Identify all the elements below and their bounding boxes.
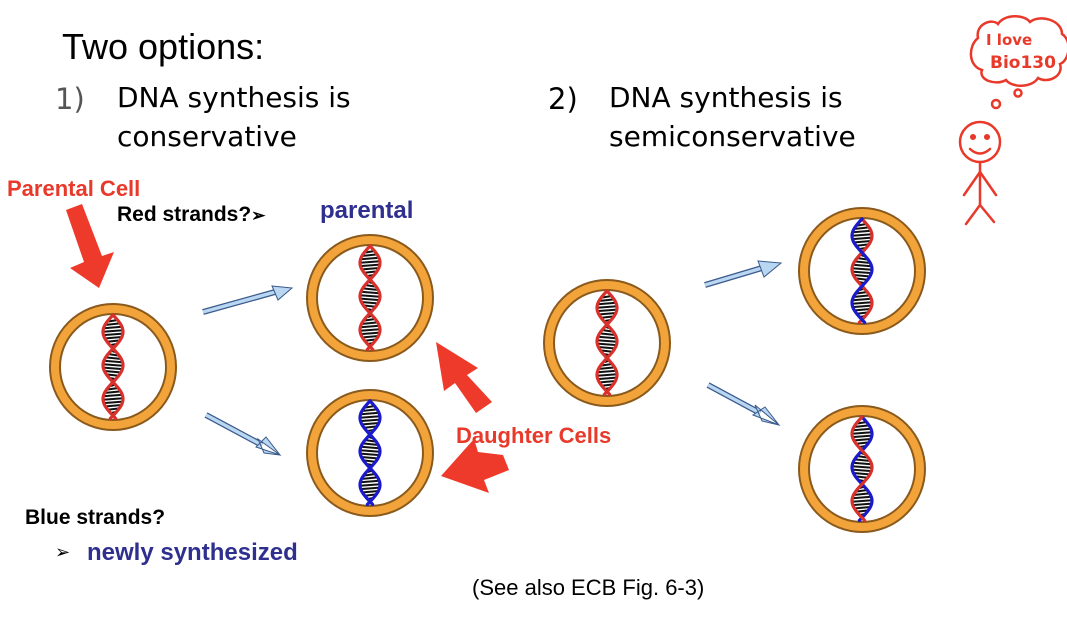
red-strands-bullet: ➢ (251, 206, 266, 225)
parental-cell-conservative (49, 303, 177, 431)
daughter-cell-semiconservative-top (798, 207, 926, 335)
parental-cell-semiconservative (543, 279, 671, 407)
option-2-line1: DNA synthesis is (609, 81, 843, 114)
red-strands-question: Red strands?➢ (117, 203, 265, 227)
dna-strand-b (850, 415, 874, 523)
dna-strand-b (850, 217, 874, 325)
process-arrow-bottom-right (706, 382, 781, 427)
figure-reference: (See also ECB Fig. 6-3) (472, 575, 705, 600)
dna-strand-a (358, 399, 382, 507)
daughter-cells-label: Daughter Cells (456, 423, 612, 448)
doodle-thought-cloud (969, 15, 1067, 110)
doodle-text-line2: Bio130 (990, 53, 1056, 73)
daughter-arrow-lower (441, 439, 509, 493)
red-strands-answer: parental (320, 197, 414, 224)
daughter-arrow-upper (436, 342, 492, 413)
daughter-cell-semiconservative-bottom (798, 405, 926, 533)
parental-cell-arrow (66, 204, 114, 288)
dna-strand-b (358, 399, 382, 507)
slide-title: Two options: (62, 26, 265, 67)
option-2-number: 2) (548, 82, 578, 116)
blue-strands-bullet: ➢ (55, 542, 71, 562)
process-arrow-top-right (704, 260, 783, 288)
option-1-line1: DNA synthesis is (117, 81, 351, 114)
option-1-line2: conservative (117, 120, 297, 153)
doodle-text-line1: I love (986, 31, 1032, 49)
dna-base-pairs (102, 319, 124, 415)
parental-cell-label: Parental Cell (7, 176, 141, 201)
blue-strands-question: Blue strands? (25, 506, 166, 529)
dna-strand-a (595, 289, 619, 397)
dna-strand-a (358, 244, 382, 352)
dna-strand-a (850, 217, 874, 325)
process-arrow-bottom-left (204, 412, 282, 456)
dna-strand-b (358, 244, 382, 352)
daughter-cell-conservative-bottom (306, 389, 434, 517)
dna-strand-a (850, 415, 874, 523)
dna-strand-b (595, 289, 619, 397)
option-1-number: 1) (55, 82, 85, 116)
stick-figure (958, 120, 1002, 226)
process-arrow-top-left (202, 285, 294, 315)
daughter-cell-conservative-top (306, 234, 434, 362)
blue-strands-answer: newly synthesized (87, 539, 298, 566)
red-strands-question-text: Red strands? (117, 203, 252, 226)
dna-strand-b (101, 313, 125, 421)
option-2-line2: semiconservative (609, 120, 856, 153)
dna-strand-a (101, 313, 125, 421)
